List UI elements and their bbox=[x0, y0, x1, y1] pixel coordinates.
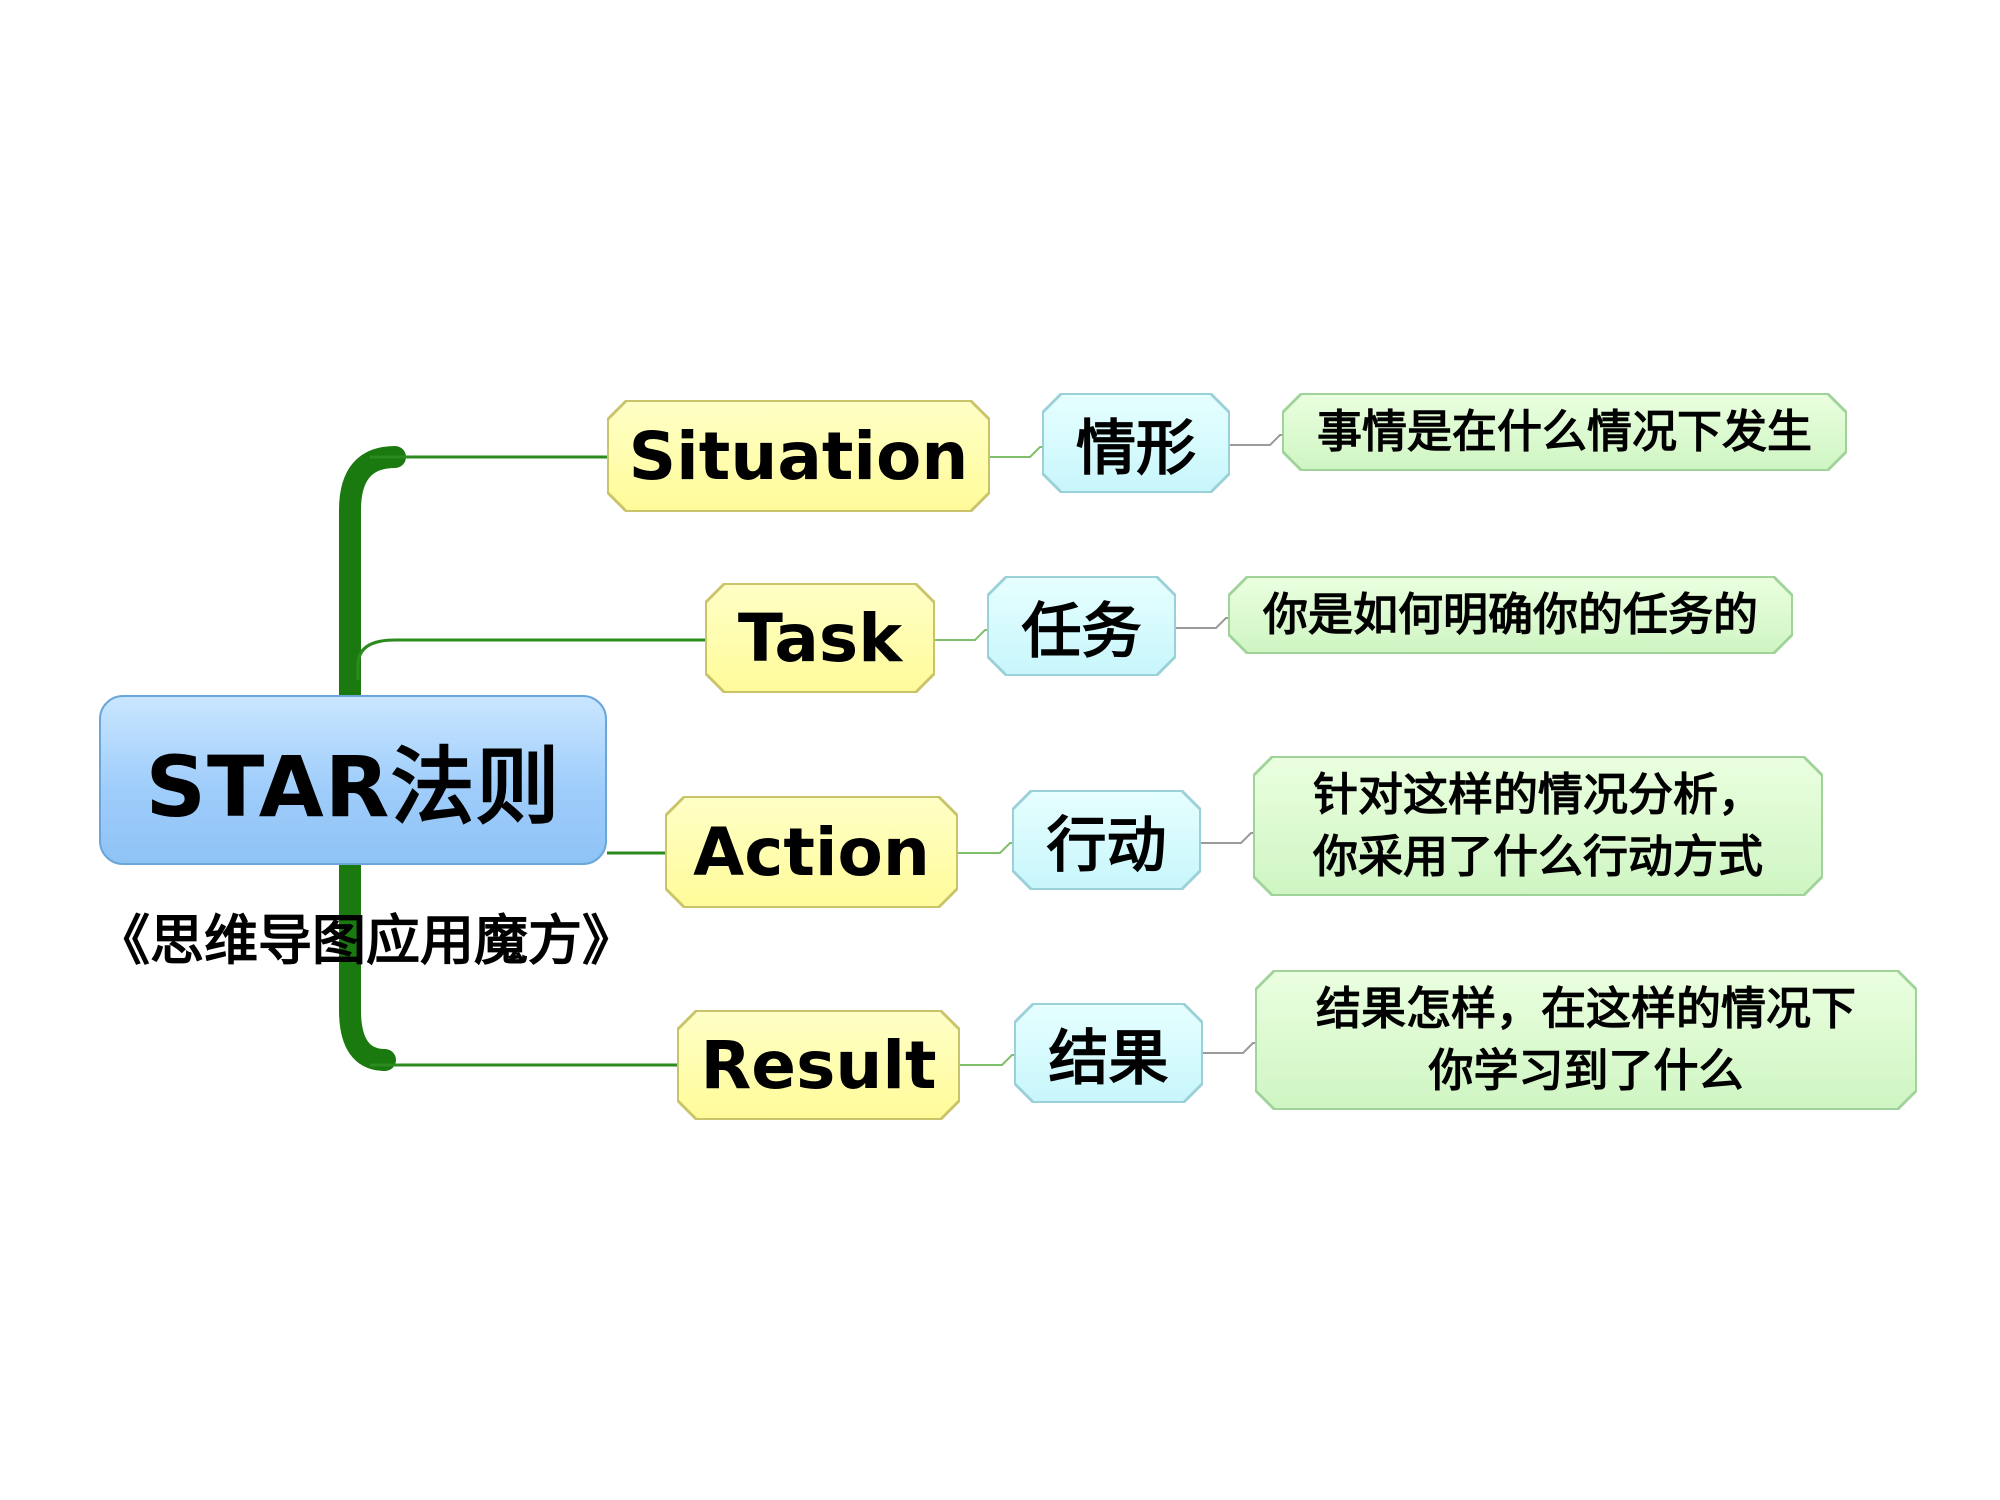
branch-action[interactable]: Action bbox=[665, 796, 958, 908]
detail-situation-text: 事情是在什么情况下发生 bbox=[1284, 395, 1845, 469]
central-topic-label: STAR法则 bbox=[145, 737, 561, 836]
connector-result-cn bbox=[960, 1054, 1017, 1066]
central-topic[interactable]: STAR法则 bbox=[99, 695, 607, 865]
branch-result[interactable]: Result bbox=[677, 1010, 960, 1120]
detail-action-text: 针对这样的情况分析， 你采用了什么行动方式 bbox=[1255, 758, 1821, 894]
connector-result-desc bbox=[1203, 1042, 1258, 1054]
branch-situation[interactable]: Situation bbox=[607, 400, 990, 512]
connector-task-cn bbox=[933, 629, 990, 641]
branch-task-label: Task bbox=[707, 585, 933, 691]
branch-situation-label: Situation bbox=[609, 402, 988, 510]
detail-action[interactable]: 针对这样的情况分析， 你采用了什么行动方式 bbox=[1253, 756, 1823, 896]
connector-task-desc bbox=[1176, 617, 1231, 629]
detail-result[interactable]: 结果怎样，在这样的情况下 你学习到了什么 bbox=[1255, 970, 1917, 1110]
branch-action-label: Action bbox=[667, 798, 956, 906]
detail-situation[interactable]: 事情是在什么情况下发生 bbox=[1282, 393, 1847, 471]
subtopic-situation[interactable]: 情形 bbox=[1042, 393, 1230, 493]
subtopic-task-label: 任务 bbox=[989, 578, 1174, 674]
subtopic-action-label: 行动 bbox=[1014, 792, 1199, 888]
connector-action-desc bbox=[1201, 832, 1256, 844]
connector-situation-desc bbox=[1230, 434, 1285, 446]
subtopic-situation-label: 情形 bbox=[1044, 395, 1228, 491]
subtopic-result-label: 结果 bbox=[1016, 1005, 1201, 1101]
subtopic-task[interactable]: 任务 bbox=[987, 576, 1176, 676]
detail-task-text: 你是如何明确你的任务的 bbox=[1230, 578, 1791, 652]
connector-action-cn bbox=[958, 842, 1015, 854]
branch-result-label: Result bbox=[679, 1012, 958, 1118]
subtitle: 《思维导图应用魔方》 bbox=[96, 908, 636, 972]
branch-line-task bbox=[356, 638, 710, 680]
subtopic-result[interactable]: 结果 bbox=[1014, 1003, 1203, 1103]
subtopic-action[interactable]: 行动 bbox=[1012, 790, 1201, 890]
detail-result-text: 结果怎样，在这样的情况下 你学习到了什么 bbox=[1257, 972, 1915, 1108]
trunk-line-lower bbox=[339, 854, 396, 1071]
trunk-line bbox=[339, 446, 406, 706]
branch-task[interactable]: Task bbox=[705, 583, 935, 693]
detail-task[interactable]: 你是如何明确你的任务的 bbox=[1228, 576, 1793, 654]
connector-situation-cn bbox=[988, 446, 1045, 458]
